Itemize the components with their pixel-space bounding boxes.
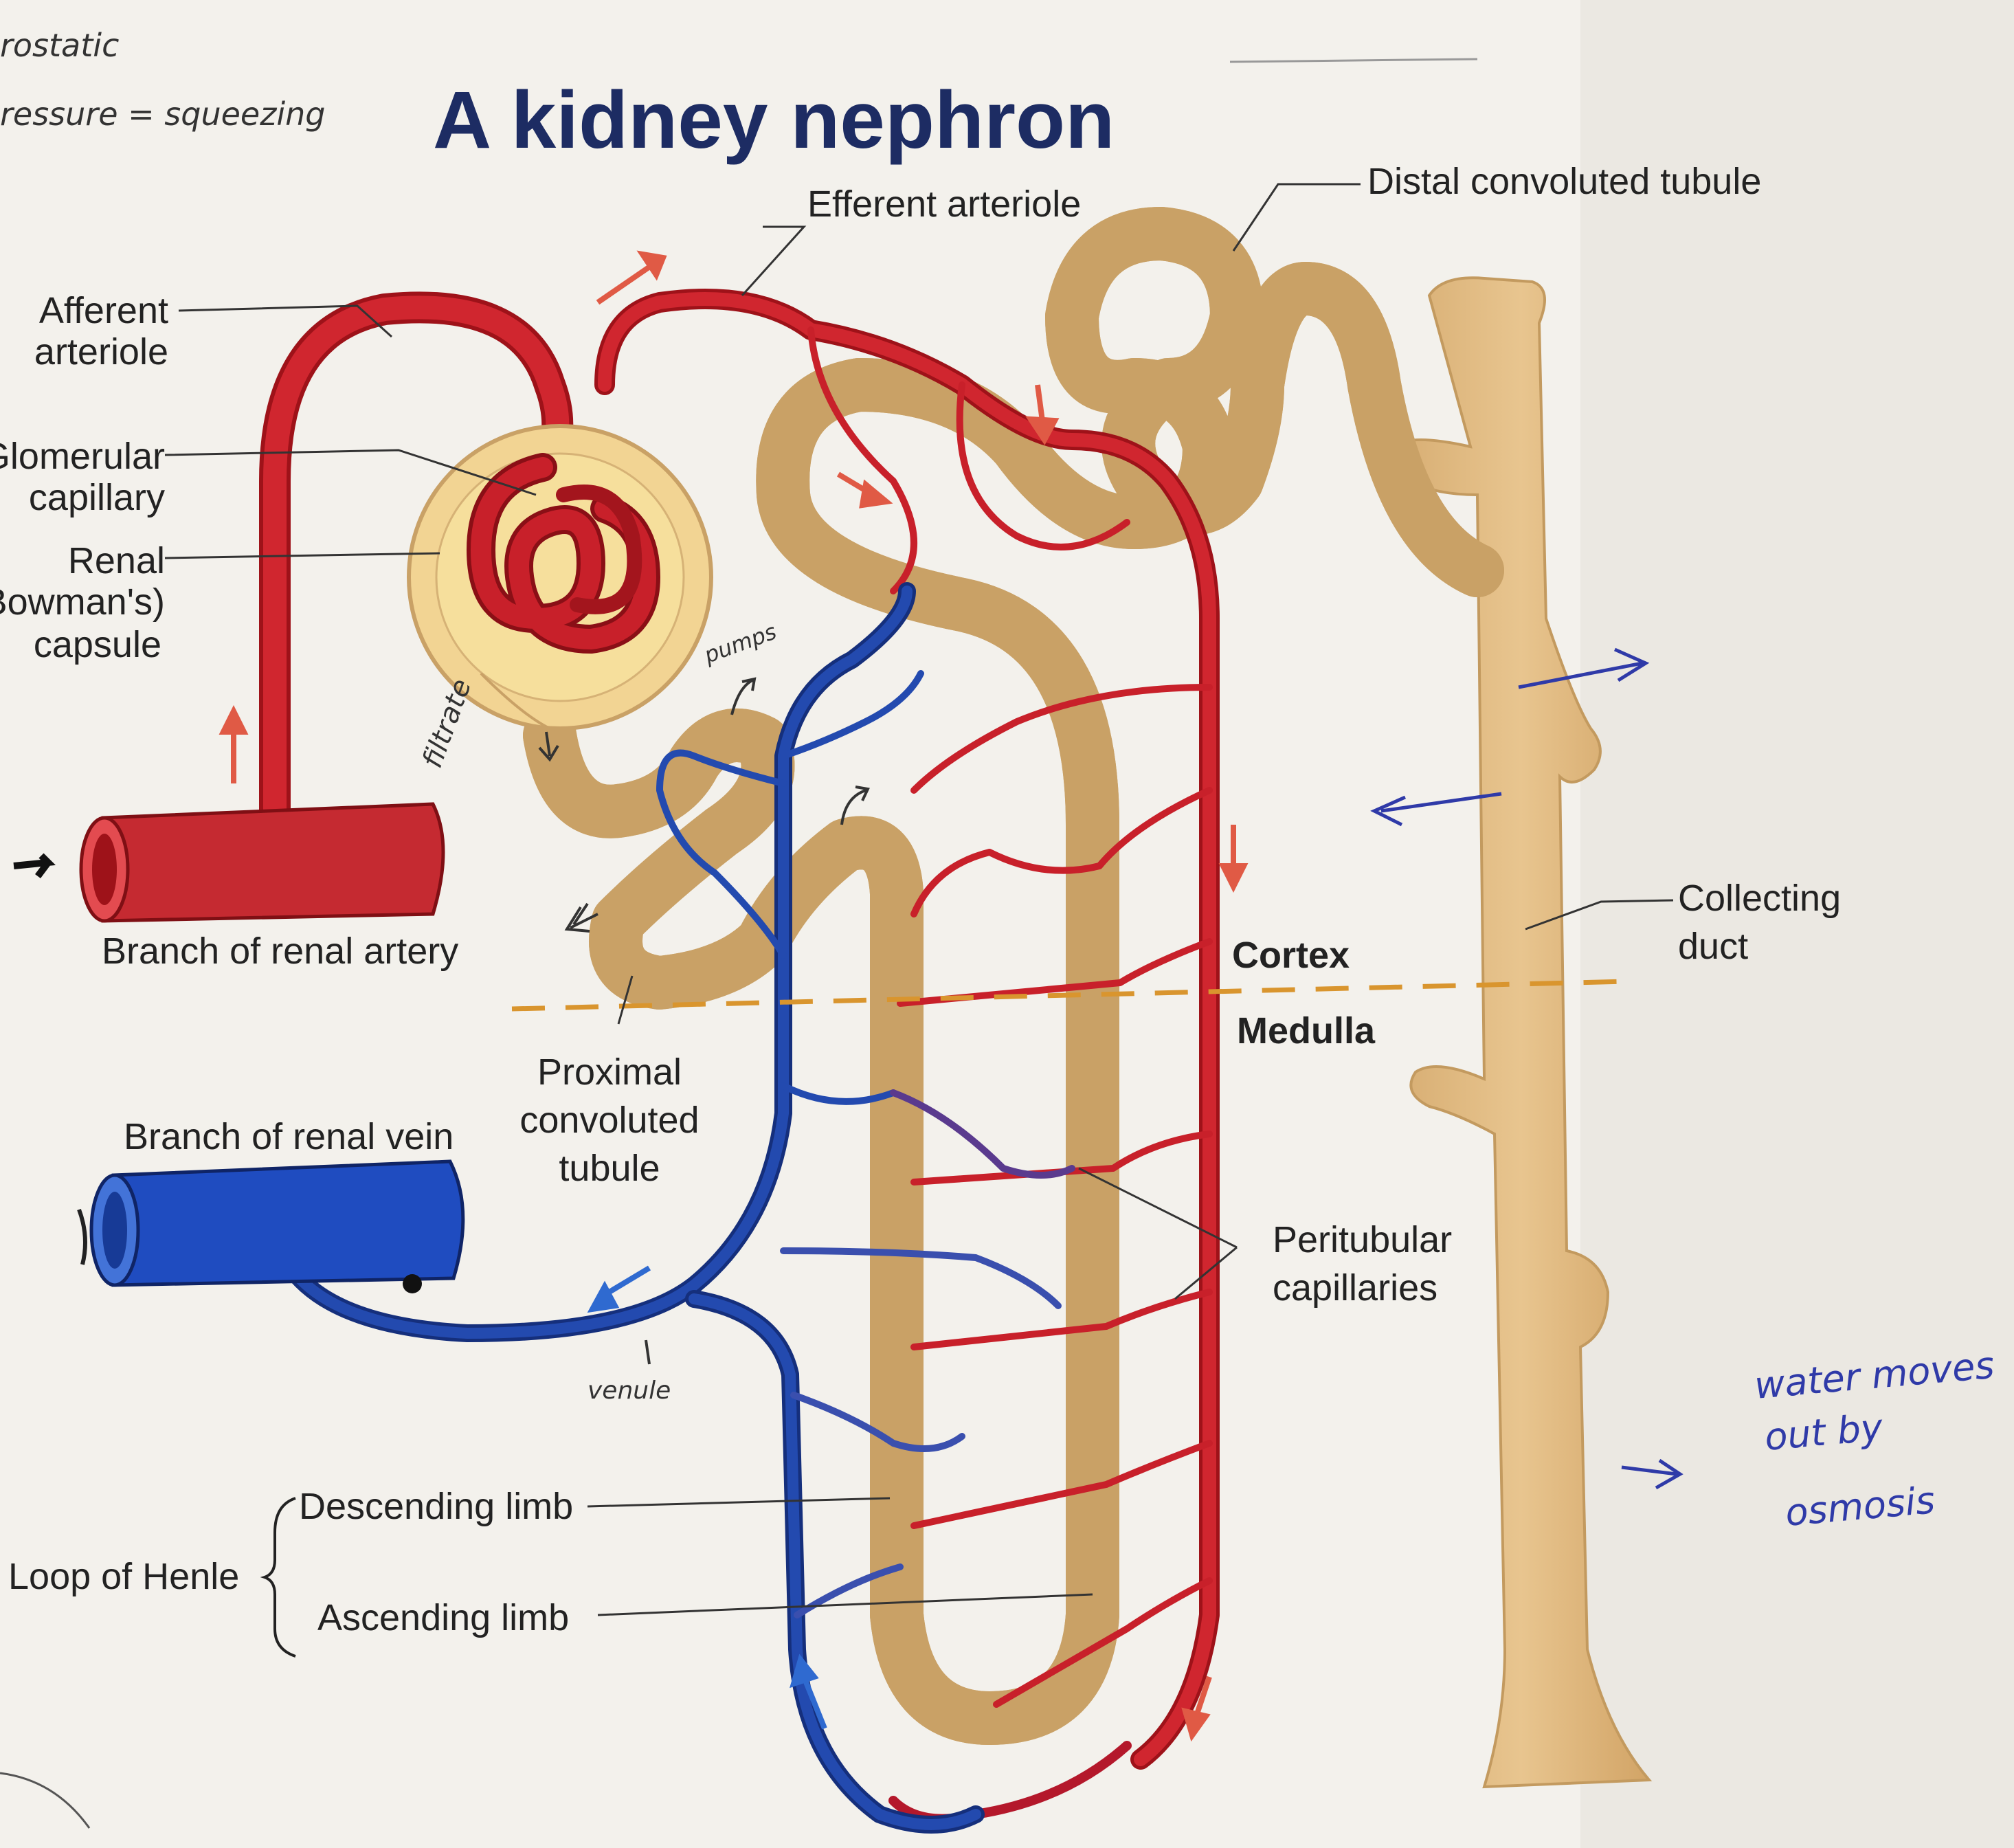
diagram-labels: Afferent arteriole Glomerular capillary … [0, 161, 1841, 1638]
label-cortex: Cortex [1232, 935, 1350, 976]
label-glomerular-1: Glomerular [0, 436, 165, 477]
hand-water-2: out by [1763, 1405, 1886, 1459]
pen-mark-left [13, 853, 56, 878]
renal-artery-branch [79, 802, 445, 923]
pen-mark-vein [77, 1208, 87, 1265]
label-afferent-1: Afferent [39, 290, 168, 331]
flow-arrows [219, 250, 1249, 1742]
collecting-duct [1391, 276, 1653, 1789]
glomerular-capillary [466, 453, 661, 654]
label-capsule-3: capsule [34, 624, 161, 665]
hand-arrow-3 [564, 902, 598, 933]
label-loop-of-henle: Loop of Henle [8, 1556, 239, 1597]
hand-venule: venule [588, 1377, 671, 1405]
label-renal-vein: Branch of renal vein [124, 1116, 454, 1157]
pen-dot [403, 1274, 422, 1293]
cortex-medulla-boundary [511, 979, 1629, 1012]
label-proximal-2: convoluted [519, 1100, 699, 1141]
renal-vein-branch [89, 1159, 465, 1287]
hand-filtrate-arrow [538, 731, 559, 762]
loop-brace [260, 1497, 296, 1658]
blue-pen-arrows [1370, 647, 1683, 1490]
hand-pumps-arrow [730, 677, 757, 715]
hand-note-2: ressure = squeezing [0, 96, 326, 133]
label-proximal-3: tubule [559, 1148, 660, 1189]
label-capsule-2: Bowman's) [0, 581, 165, 623]
label-ascending-limb: Ascending limb [317, 1597, 569, 1638]
diagram-title: A kidney nephron [433, 75, 1115, 166]
label-medulla: Medulla [1237, 1010, 1376, 1051]
label-collecting-1: Collecting [1678, 878, 1841, 919]
label-afferent-2: arteriole [34, 331, 168, 372]
leader-lines [164, 183, 1674, 1658]
label-glomerular-2: capillary [29, 477, 165, 518]
hand-arrow-2 [840, 786, 870, 825]
pen-curve-bottom [0, 1772, 91, 1829]
print-rule [1229, 58, 1478, 63]
hand-note-1: rostatic [0, 27, 119, 64]
label-peritubular-1: Peritubular [1273, 1219, 1452, 1260]
arterial-vessels [259, 289, 1220, 1824]
label-capsule-1: Renal [68, 540, 165, 581]
label-collecting-2: duct [1678, 926, 1748, 967]
label-descending-limb: Descending limb [299, 1486, 573, 1527]
label-efferent: Efferent arteriole [807, 183, 1081, 225]
label-distal: Distal convoluted tubule [1367, 161, 1761, 202]
label-proximal-1: Proximal [537, 1051, 682, 1093]
hand-venule-tick [645, 1339, 651, 1365]
label-renal-artery: Branch of renal artery [102, 931, 458, 972]
label-peritubular-2: capillaries [1273, 1267, 1437, 1309]
page-shadow [1580, 0, 2014, 1848]
venous-vessels [280, 582, 1075, 1834]
